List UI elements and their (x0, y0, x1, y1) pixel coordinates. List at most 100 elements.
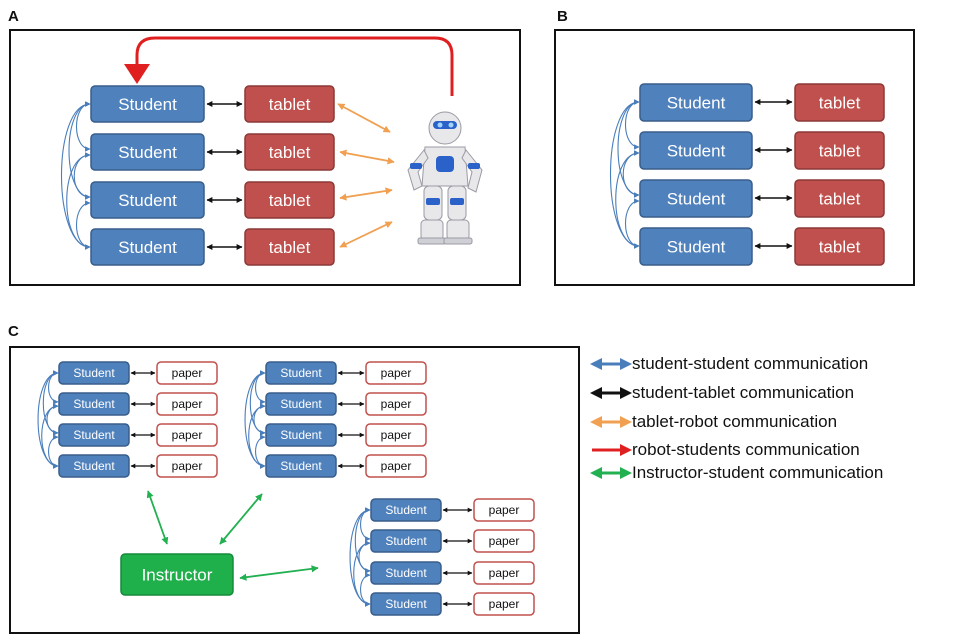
legend-arrow-icon-5 (590, 467, 632, 479)
c3-student-box-3: Student (370, 561, 442, 585)
legend-label-5: Instructor-student communication (632, 463, 884, 482)
c1-paper-box-4: paper (156, 454, 218, 478)
a-tablet-robot-arrow-1 (337, 103, 391, 133)
c3-student-label-1: Student (385, 503, 427, 517)
legend-label-3: tablet-robot communication (632, 412, 838, 431)
instructor-group2-arrow (219, 493, 263, 545)
legend-label-4: robot-students communication (632, 440, 860, 459)
c3-student-label-3: Student (385, 566, 427, 580)
a-robot-students-arrow (135, 36, 454, 96)
c3-paper-box-2: paper (473, 529, 535, 553)
a-student-label-3: Student (118, 191, 177, 210)
c3-student-box-2: Student (370, 529, 442, 553)
b-student-box-3: Student (639, 179, 753, 218)
a-robot-students-arrowhead (124, 64, 150, 84)
b-tablet-box-4: tablet (794, 227, 885, 266)
legend-arrow-icon-2 (590, 387, 632, 399)
legend-item-3: tablet-robot communication (590, 410, 837, 434)
c2-student-box-1: Student (265, 361, 337, 385)
a-tablet-box-2: tablet (244, 133, 335, 171)
a-student-student-loops (61, 101, 91, 250)
c2-student-box-4: Student (265, 454, 337, 478)
b-student-label-1: Student (667, 93, 726, 112)
c1-student-label-3: Student (73, 428, 115, 442)
c2-paper-box-3: paper (365, 423, 427, 447)
c3-paper-label-2: paper (489, 534, 520, 548)
c1-student-label-2: Student (73, 397, 115, 411)
c1-student-label-4: Student (73, 459, 115, 473)
b-tablet-label-4: tablet (819, 237, 861, 256)
a-student-box-3: Student (90, 181, 205, 219)
panel-label-a: A (8, 8, 19, 25)
a-student-box-4: Student (90, 228, 205, 266)
c1-paper-label-2: paper (172, 397, 203, 411)
c2-student-box-3: Student (265, 423, 337, 447)
panel-label-c: C (8, 323, 19, 340)
b-student-student-loops (610, 99, 640, 249)
a-tablet-label-1: tablet (269, 95, 311, 114)
c3-paper-box-3: paper (473, 561, 535, 585)
a-tablet-robot-arrow-4 (339, 221, 393, 248)
instructor-box: Instructor (120, 553, 234, 596)
b-tablet-box-1: tablet (794, 83, 885, 122)
a-student-label-1: Student (118, 95, 177, 114)
c1-student-label-1: Student (73, 366, 115, 380)
a-student-label-4: Student (118, 238, 177, 257)
c2-student-label-3: Student (280, 428, 322, 442)
c1-paper-box-3: paper (156, 423, 218, 447)
legend-item-1: student-student communication (590, 352, 868, 376)
panel-label-b: B (557, 8, 568, 25)
b-student-box-4: Student (639, 227, 753, 266)
b-student-box-1: Student (639, 83, 753, 122)
c2-paper-label-4: paper (381, 459, 412, 473)
c2-student-label-2: Student (280, 397, 322, 411)
a-tablet-label-2: tablet (269, 143, 311, 162)
legend-arrow-icon-4 (592, 444, 632, 456)
c2-paper-label-1: paper (381, 366, 412, 380)
c2-student-label-1: Student (280, 366, 322, 380)
a-tablet-robot-arrow-3 (339, 187, 393, 201)
c1-paper-box-2: paper (156, 392, 218, 416)
legend-item-4: robot-students communication (590, 438, 860, 462)
c2-paper-box-2: paper (365, 392, 427, 416)
c3-student-label-2: Student (385, 534, 427, 548)
c1-student-student-loops (37, 370, 59, 469)
c1-student-box-4: Student (58, 454, 130, 478)
a-student-label-2: Student (118, 143, 177, 162)
c3-paper-label-4: paper (489, 597, 520, 611)
b-tablet-box-3: tablet (794, 179, 885, 218)
legend-label-1: student-student communication (632, 354, 869, 373)
c2-student-label-4: Student (280, 459, 322, 473)
c2-student-student-loops (244, 370, 266, 469)
a-tablet-label-3: tablet (269, 191, 311, 210)
legend-label-2: student-tablet communication (632, 383, 855, 402)
a-student-box-1: Student (90, 85, 205, 123)
c2-paper-label-2: paper (381, 397, 412, 411)
c3-paper-label-3: paper (489, 566, 520, 580)
c3-student-box-4: Student (370, 592, 442, 616)
legend-item-2: student-tablet communication (590, 381, 854, 405)
b-tablet-label-3: tablet (819, 189, 861, 208)
c3-paper-label-1: paper (489, 503, 520, 517)
legend-item-5: Instructor-student communication (590, 461, 883, 485)
instructor-label: Instructor (142, 565, 213, 584)
b-student-label-4: Student (667, 237, 726, 256)
c2-paper-label-3: paper (381, 428, 412, 442)
instructor-group3-arrow (239, 565, 319, 581)
humanoid-robot-icon (407, 111, 483, 245)
c1-paper-label-4: paper (172, 459, 203, 473)
b-tablet-label-2: tablet (819, 141, 861, 160)
a-tablet-box-4: tablet (244, 228, 335, 266)
c3-student-student-loops (349, 507, 371, 607)
a-tablet-robot-arrow-2 (339, 149, 395, 165)
b-student-label-2: Student (667, 141, 726, 160)
c3-paper-box-1: paper (473, 498, 535, 522)
c1-paper-box-1: paper (156, 361, 218, 385)
b-student-label-3: Student (667, 189, 726, 208)
c1-paper-label-1: paper (172, 366, 203, 380)
c2-paper-box-1: paper (365, 361, 427, 385)
a-student-box-2: Student (90, 133, 205, 171)
legend-arrow-icon-1 (590, 358, 632, 370)
c1-paper-label-3: paper (172, 428, 203, 442)
